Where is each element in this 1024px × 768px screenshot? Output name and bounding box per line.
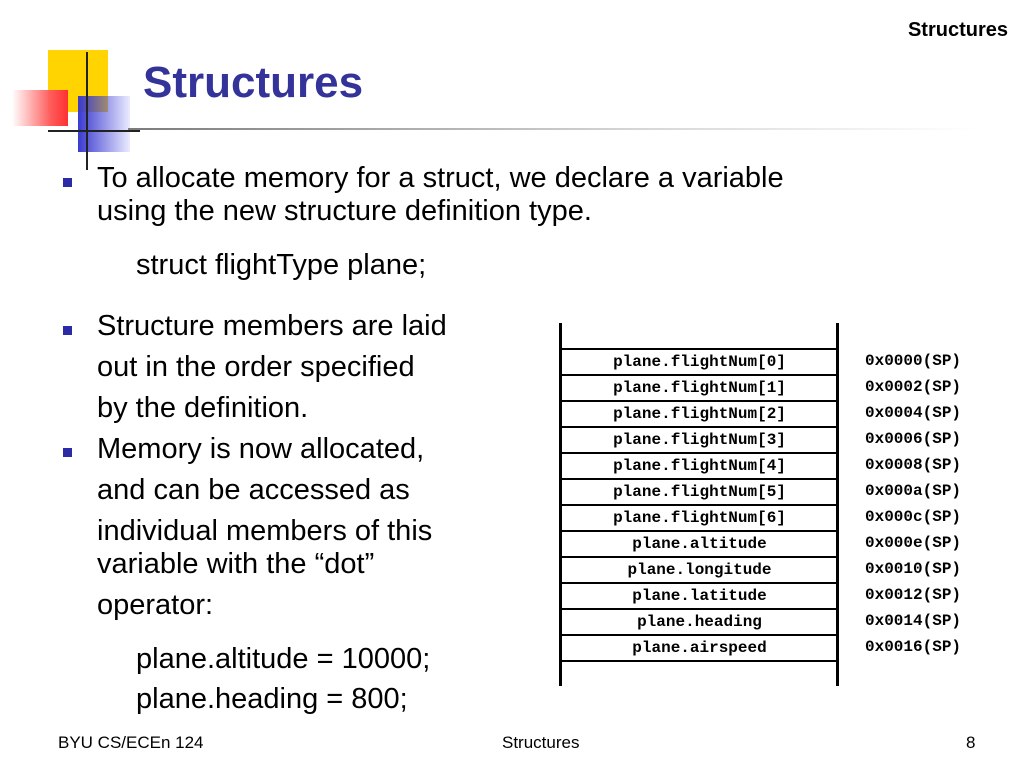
code-declaration: struct flightType plane; bbox=[136, 249, 427, 281]
footer-page-number: 8 bbox=[966, 733, 976, 752]
footer-title: Structures bbox=[502, 733, 580, 752]
logo-vertical-line bbox=[86, 52, 88, 170]
memory-row: plane.flightNum[5] bbox=[561, 478, 838, 504]
memory-row: plane.airspeed bbox=[561, 634, 838, 662]
memory-address: 0x0016(SP) bbox=[865, 638, 962, 656]
memory-address: 0x000e(SP) bbox=[865, 534, 962, 552]
memory-address: 0x0004(SP) bbox=[865, 404, 962, 422]
bullet-2-line-2: out in the order specified bbox=[97, 351, 415, 383]
bullet-marker bbox=[63, 448, 72, 457]
memory-address: 0x0006(SP) bbox=[865, 430, 962, 448]
memory-address: 0x0010(SP) bbox=[865, 560, 962, 578]
memory-address: 0x0012(SP) bbox=[865, 586, 962, 604]
bullet-3-line-4: variable with the “dot” bbox=[97, 548, 375, 580]
code-line-2: plane.heading = 800; bbox=[136, 683, 408, 715]
memory-row: plane.flightNum[2] bbox=[561, 400, 838, 426]
code-line-1: plane.altitude = 10000; bbox=[136, 643, 431, 675]
page-title: Structures bbox=[143, 58, 364, 107]
memory-address: 0x0008(SP) bbox=[865, 456, 962, 474]
memory-left-wall bbox=[559, 323, 562, 686]
bullet-marker bbox=[63, 178, 72, 187]
memory-address: 0x000a(SP) bbox=[865, 482, 962, 500]
memory-row: plane.longitude bbox=[561, 556, 838, 582]
bullet-1-line-2: using the new structure definition type. bbox=[97, 195, 592, 227]
memory-row: plane.altitude bbox=[561, 530, 838, 556]
memory-row: plane.flightNum[4] bbox=[561, 452, 838, 478]
bullet-3-line-5: operator: bbox=[97, 589, 214, 621]
memory-row: plane.heading bbox=[561, 608, 838, 634]
memory-row: plane.flightNum[0] bbox=[561, 348, 838, 374]
memory-address: 0x000c(SP) bbox=[865, 508, 962, 526]
logo-red-bar bbox=[12, 90, 68, 126]
memory-row: plane.flightNum[1] bbox=[561, 374, 838, 400]
bullet-2-line-3: by the definition. bbox=[97, 392, 309, 424]
bullet-2-line-1: Structure members are laid bbox=[97, 310, 447, 342]
header-label: Structures bbox=[907, 19, 1008, 41]
footer-course: BYU CS/ECEn 124 bbox=[58, 733, 204, 752]
memory-row: plane.latitude bbox=[561, 582, 838, 608]
memory-row: plane.flightNum[6] bbox=[561, 504, 838, 530]
bullet-1-line-1: To allocate memory for a struct, we decl… bbox=[97, 162, 784, 194]
bullet-marker bbox=[63, 326, 72, 335]
memory-address: 0x0014(SP) bbox=[865, 612, 962, 630]
bullet-3-line-2: and can be accessed as bbox=[97, 474, 410, 506]
bullet-3-line-1: Memory is now allocated, bbox=[97, 433, 425, 465]
bullet-3-line-3: individual members of this bbox=[97, 515, 433, 547]
title-underline bbox=[128, 128, 978, 130]
memory-address: 0x0000(SP) bbox=[865, 352, 962, 370]
memory-row: plane.flightNum[3] bbox=[561, 426, 838, 452]
memory-address: 0x0002(SP) bbox=[865, 378, 962, 396]
logo-horizontal-line bbox=[48, 130, 140, 132]
